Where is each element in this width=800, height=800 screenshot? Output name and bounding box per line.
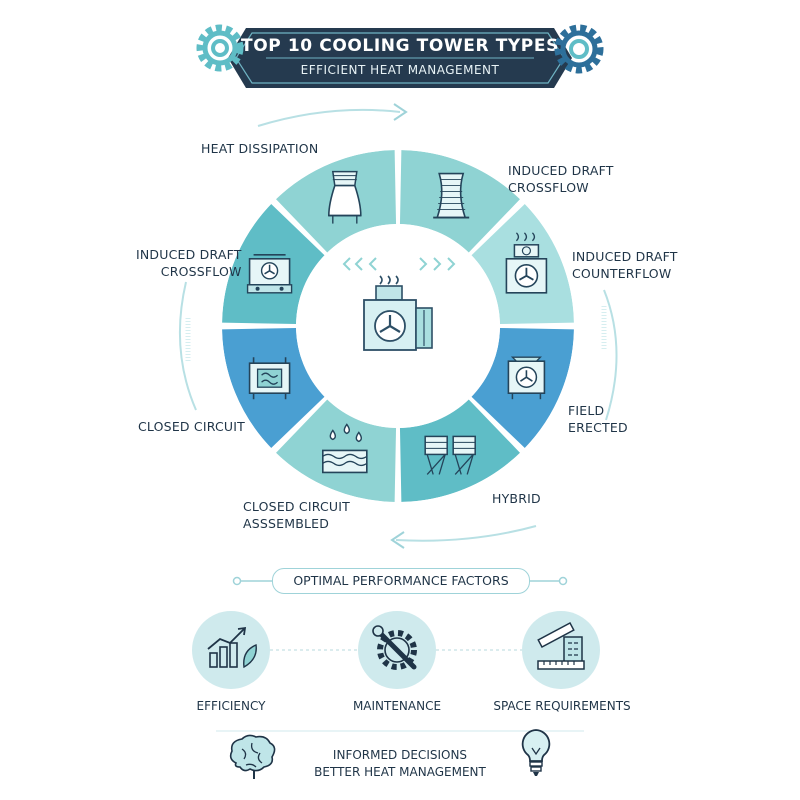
segment-label-heat-dissipation: HEAT DISSIPATION	[201, 141, 319, 156]
cylindrical-tower-icon	[328, 170, 362, 224]
field-erected-tower-icon	[424, 435, 476, 475]
segment-label-hybrid: HYBRID	[492, 491, 541, 506]
maintenance-circle	[358, 611, 436, 689]
space-requirements-circle	[522, 611, 600, 689]
segment-label-closed-circuit-assembled: CLOSED CIRCUIT ASSSEMBLED	[243, 499, 350, 531]
segment-label-field-erected: FIELD ERECTED	[568, 403, 628, 435]
coil-unit-icon	[248, 357, 291, 400]
segment-label-induced-draft-crossflow-right: INDUCED DRAFT CROSSFLOW	[508, 163, 614, 195]
fan-unit-icon	[505, 232, 548, 294]
brain-icon	[229, 734, 276, 779]
wheel-outer-ring	[221, 149, 575, 503]
cooling-unit-icon	[363, 275, 433, 351]
lightbulb-icon	[521, 729, 551, 776]
factor-label-efficiency: EFFICIENCY	[196, 699, 266, 713]
water-drops-icon	[322, 423, 368, 474]
footer-text: INFORMED DECISIONS BETTER HEAT MANAGEMEN…	[314, 748, 486, 779]
factor-label-space-requirements: SPACE REQUIREMENTS	[493, 699, 631, 713]
page-title: TOP 10 COOLING TOWER TYPES	[241, 36, 559, 56]
center-arrows	[342, 257, 456, 271]
factor-label-maintenance: MAINTENANCE	[352, 699, 442, 713]
page-subtitle: EFFICIENT HEAT MANAGEMENT	[300, 63, 500, 77]
closed-circuit-unit-icon	[246, 254, 293, 294]
ruler-building-icon	[537, 622, 585, 670]
factors-title: OPTIMAL PERFORMANCE FACTORS	[272, 568, 530, 594]
left-gear-icon	[196, 24, 244, 72]
segment-label-closed-circuit: CLOSED CIRCUIT	[138, 419, 245, 434]
efficiency-circle	[192, 611, 270, 689]
title-banner: TOP 10 COOLING TOWER TYPES EFFICIENT HEA…	[226, 24, 574, 92]
right-gear-icon	[554, 24, 604, 74]
segment-label-induced-draft-counterflow: INDUCED DRAFT COUNTERFLOW	[572, 249, 678, 281]
segment-label-induced-draft-crossflow-left: INDUCED DRAFT CROSSFLOW	[136, 247, 242, 279]
gear-wrench-icon	[372, 625, 417, 670]
fan-box-icon	[507, 356, 546, 400]
hyperbolic-tower-icon	[433, 172, 470, 219]
growth-chart-icon	[207, 626, 257, 669]
